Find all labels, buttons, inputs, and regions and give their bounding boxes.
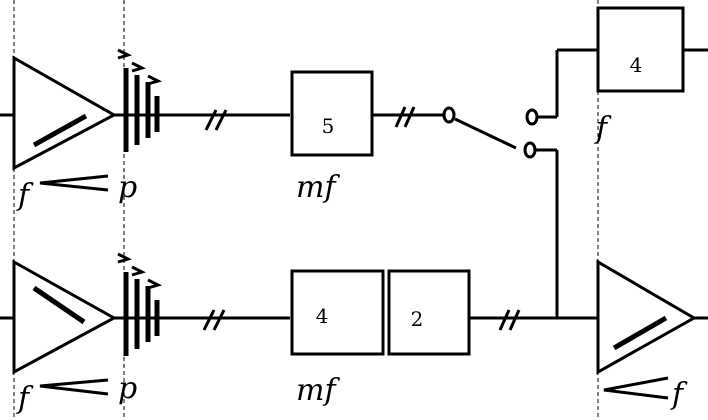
bottom-slash-3 xyxy=(498,309,511,331)
bottom-box-1 xyxy=(290,269,385,356)
top-slash-4 xyxy=(403,106,416,128)
right-crescendo-icon xyxy=(603,376,669,400)
top-triangle-icon xyxy=(12,55,118,171)
right-box xyxy=(596,6,685,93)
top-decrescendo-icon xyxy=(39,174,109,192)
top-accent-2-icon xyxy=(131,61,147,73)
right-triangle-stroke xyxy=(612,315,668,351)
bottom-slash-4 xyxy=(508,309,521,331)
bottom-triangle-stroke xyxy=(32,285,86,325)
right-end-dynamic: f xyxy=(670,377,688,412)
top-row: 5 f p mf xyxy=(0,48,598,318)
switch-contact-upper-icon xyxy=(525,108,539,126)
switch-arm xyxy=(454,117,517,150)
top-slash-3 xyxy=(394,106,407,128)
bottom-box-2-label: 2 xyxy=(411,307,424,331)
top-box-dynamic: mf xyxy=(296,170,340,205)
top-triangle-stroke xyxy=(32,113,88,148)
right-column-top: 4 f xyxy=(594,6,708,146)
bottom-start-dynamic: f xyxy=(16,381,34,416)
top-accent-3-icon xyxy=(147,74,163,86)
bottom-accent-1-icon xyxy=(117,252,133,264)
bottom-accent-3-icon xyxy=(147,278,163,290)
top-slash-2 xyxy=(214,109,228,131)
right-column-bottom: f xyxy=(596,259,708,412)
bottom-box-dynamic: mf xyxy=(296,373,340,408)
switch-contact-lower-icon xyxy=(523,141,537,159)
bottom-slash-1 xyxy=(202,309,216,331)
bottom-decrescendo-icon xyxy=(39,378,109,396)
bottom-slash-2 xyxy=(212,309,226,331)
bottom-box-2 xyxy=(387,269,471,356)
top-start-dynamic: f xyxy=(16,178,34,213)
right-box-dynamic: f xyxy=(594,111,612,146)
bottom-box-1-label: 4 xyxy=(316,304,329,328)
top-box-label: 5 xyxy=(322,114,335,138)
bottom-row: 4 2 f p mf xyxy=(0,252,598,416)
top-accent-1-icon xyxy=(117,48,133,60)
switch-pivot-icon xyxy=(442,106,456,124)
top-slash-1 xyxy=(204,109,218,131)
right-box-label: 4 xyxy=(630,53,643,77)
right-triangle-icon xyxy=(596,259,698,375)
bottom-triangle-icon xyxy=(12,259,118,375)
bottom-end-dynamic: p xyxy=(118,371,137,406)
bottom-accent-2-icon xyxy=(131,265,147,277)
top-end-dynamic: p xyxy=(118,170,137,205)
